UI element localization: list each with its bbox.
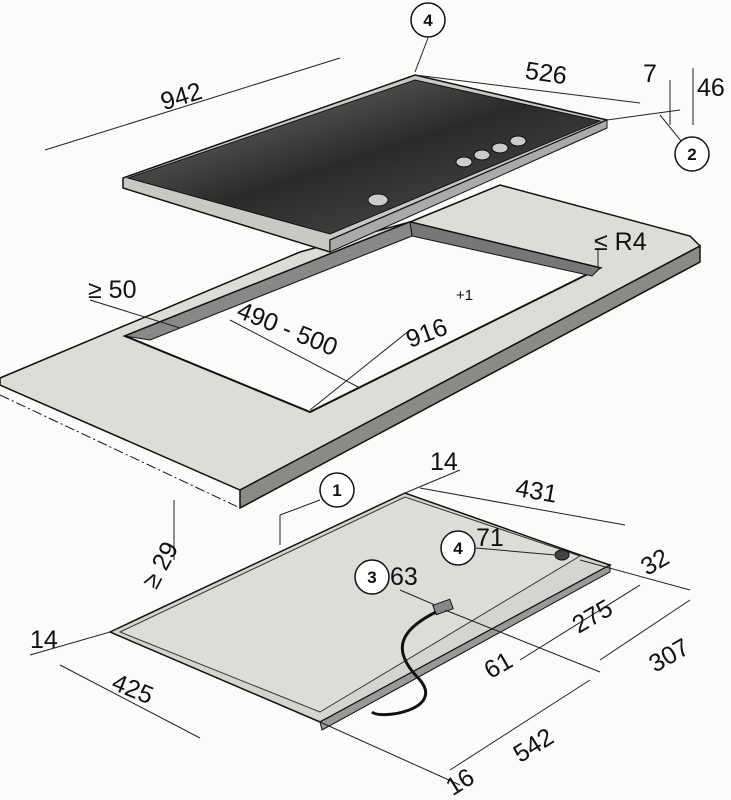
- svg-text:1: 1: [332, 481, 341, 500]
- svg-text:4: 4: [453, 539, 463, 558]
- dim-542: 542: [508, 723, 558, 769]
- dim-height: 46: [697, 74, 725, 102]
- electrical-connection: [432, 598, 454, 616]
- dim-depth: 526: [523, 57, 568, 91]
- dim-32: 32: [636, 543, 674, 581]
- dim-425: 425: [108, 668, 157, 710]
- dim-edge: 7: [643, 60, 657, 88]
- cooktop: [122, 74, 610, 254]
- dimension-lines: [29, 37, 694, 786]
- countertop: [0, 184, 702, 510]
- dim-housing-depth: 431: [513, 474, 559, 509]
- control-knobs: [367, 135, 527, 207]
- svg-text:4: 4: [423, 11, 433, 30]
- dim-gas-height: 71: [476, 524, 504, 552]
- svg-text:2: 2: [687, 145, 696, 164]
- dim-61: 61: [479, 646, 517, 684]
- callout-4-top: 4: [410, 2, 446, 38]
- dim-16: 16: [441, 763, 479, 800]
- power-cable: [370, 610, 437, 717]
- callout-4-bottom: 4: [440, 530, 476, 566]
- dim-width: 942: [157, 77, 205, 116]
- dim-min-edge: ≥ 50: [88, 276, 136, 304]
- cooktop-housing: [108, 492, 612, 731]
- dim-307: 307: [644, 633, 694, 678]
- callout-2: 2: [674, 136, 710, 172]
- dim-elec-height: 63: [390, 563, 418, 591]
- dim-cutout-tolerance: +1: [456, 287, 473, 304]
- svg-text:3: 3: [367, 568, 376, 587]
- gas-connection: [554, 549, 570, 561]
- dim-275: 275: [567, 594, 617, 639]
- callout-1: 1: [319, 472, 355, 508]
- dim-radius: ≤ R4: [594, 228, 647, 256]
- callout-3: 3: [354, 559, 390, 595]
- dim-worktop: ≥ 29: [137, 537, 184, 593]
- dim-offset-back: 14: [430, 448, 458, 476]
- dim-offset-left: 14: [30, 626, 58, 654]
